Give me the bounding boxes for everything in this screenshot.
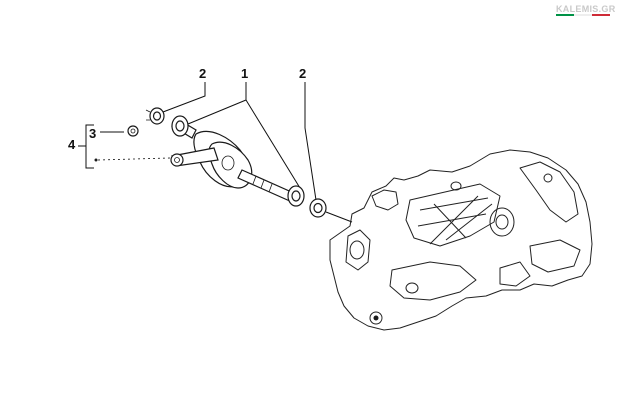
watermark: KALEMIS.GR (556, 4, 616, 16)
main-bearing-left (145, 107, 165, 125)
leader-1-b (245, 99, 301, 189)
crank-shaft-steps (252, 175, 273, 193)
bearing-inner (313, 202, 323, 214)
rod-small-end-bore (174, 157, 180, 163)
crank-right-seal-bore (291, 190, 301, 202)
crankcase-rear-boss (499, 261, 531, 287)
bearing-edge (145, 109, 151, 121)
crankcase-bearing-housing (345, 229, 371, 271)
crank-right-shaft (237, 169, 297, 203)
crank-pin (221, 155, 235, 171)
small-end-inner (130, 128, 136, 134)
crankcase-mount-hole (369, 311, 383, 325)
callout-2-left: 2 (199, 66, 206, 81)
crankcase-right-cover (519, 161, 579, 223)
leader-4-dot (94, 158, 98, 162)
crankcase-sump (389, 261, 477, 301)
bearing-inner (152, 111, 162, 121)
leader-2-right (304, 82, 317, 201)
crankcase-bore (349, 240, 365, 260)
crankcase-outline (329, 149, 593, 331)
leader-1-a (187, 82, 247, 125)
callout-3: 3 (89, 126, 96, 141)
callout-1: 1 (241, 66, 248, 81)
watermark-text: KALEMIS.GR (556, 4, 616, 14)
crankcase-rib-frame (405, 183, 501, 247)
small-end-bearing (127, 125, 139, 137)
leader-4-dashed (97, 157, 171, 161)
leader-2-left (162, 82, 206, 113)
leader-lines (78, 82, 317, 201)
crank-left-seal-bore (175, 120, 185, 132)
callout-2-right: 2 (299, 66, 306, 81)
assembly-axis-line (325, 211, 353, 223)
crankcase-top-hole (450, 181, 462, 191)
flag-stripe-green (556, 14, 574, 16)
flag-stripe-white (574, 14, 592, 16)
callout-4: 4 (68, 137, 76, 152)
crankcase (329, 149, 593, 331)
small-end-outer (127, 125, 139, 137)
crankcase-boss-top (371, 189, 399, 211)
crankcase-ribs (417, 195, 493, 245)
crankcase-variator-inner (495, 214, 509, 230)
crankcase-drain-boss (405, 282, 419, 294)
crankcase-mount-hole-center (373, 315, 379, 321)
crankcase-screw-hole (543, 173, 553, 183)
crankshaft (170, 115, 305, 207)
crankcase-lower-lug (529, 239, 581, 273)
crankcase-variator-bore (489, 207, 515, 237)
flag-stripe-red (592, 14, 610, 16)
rod-small-end (170, 153, 184, 167)
main-bearing-right (309, 198, 353, 223)
